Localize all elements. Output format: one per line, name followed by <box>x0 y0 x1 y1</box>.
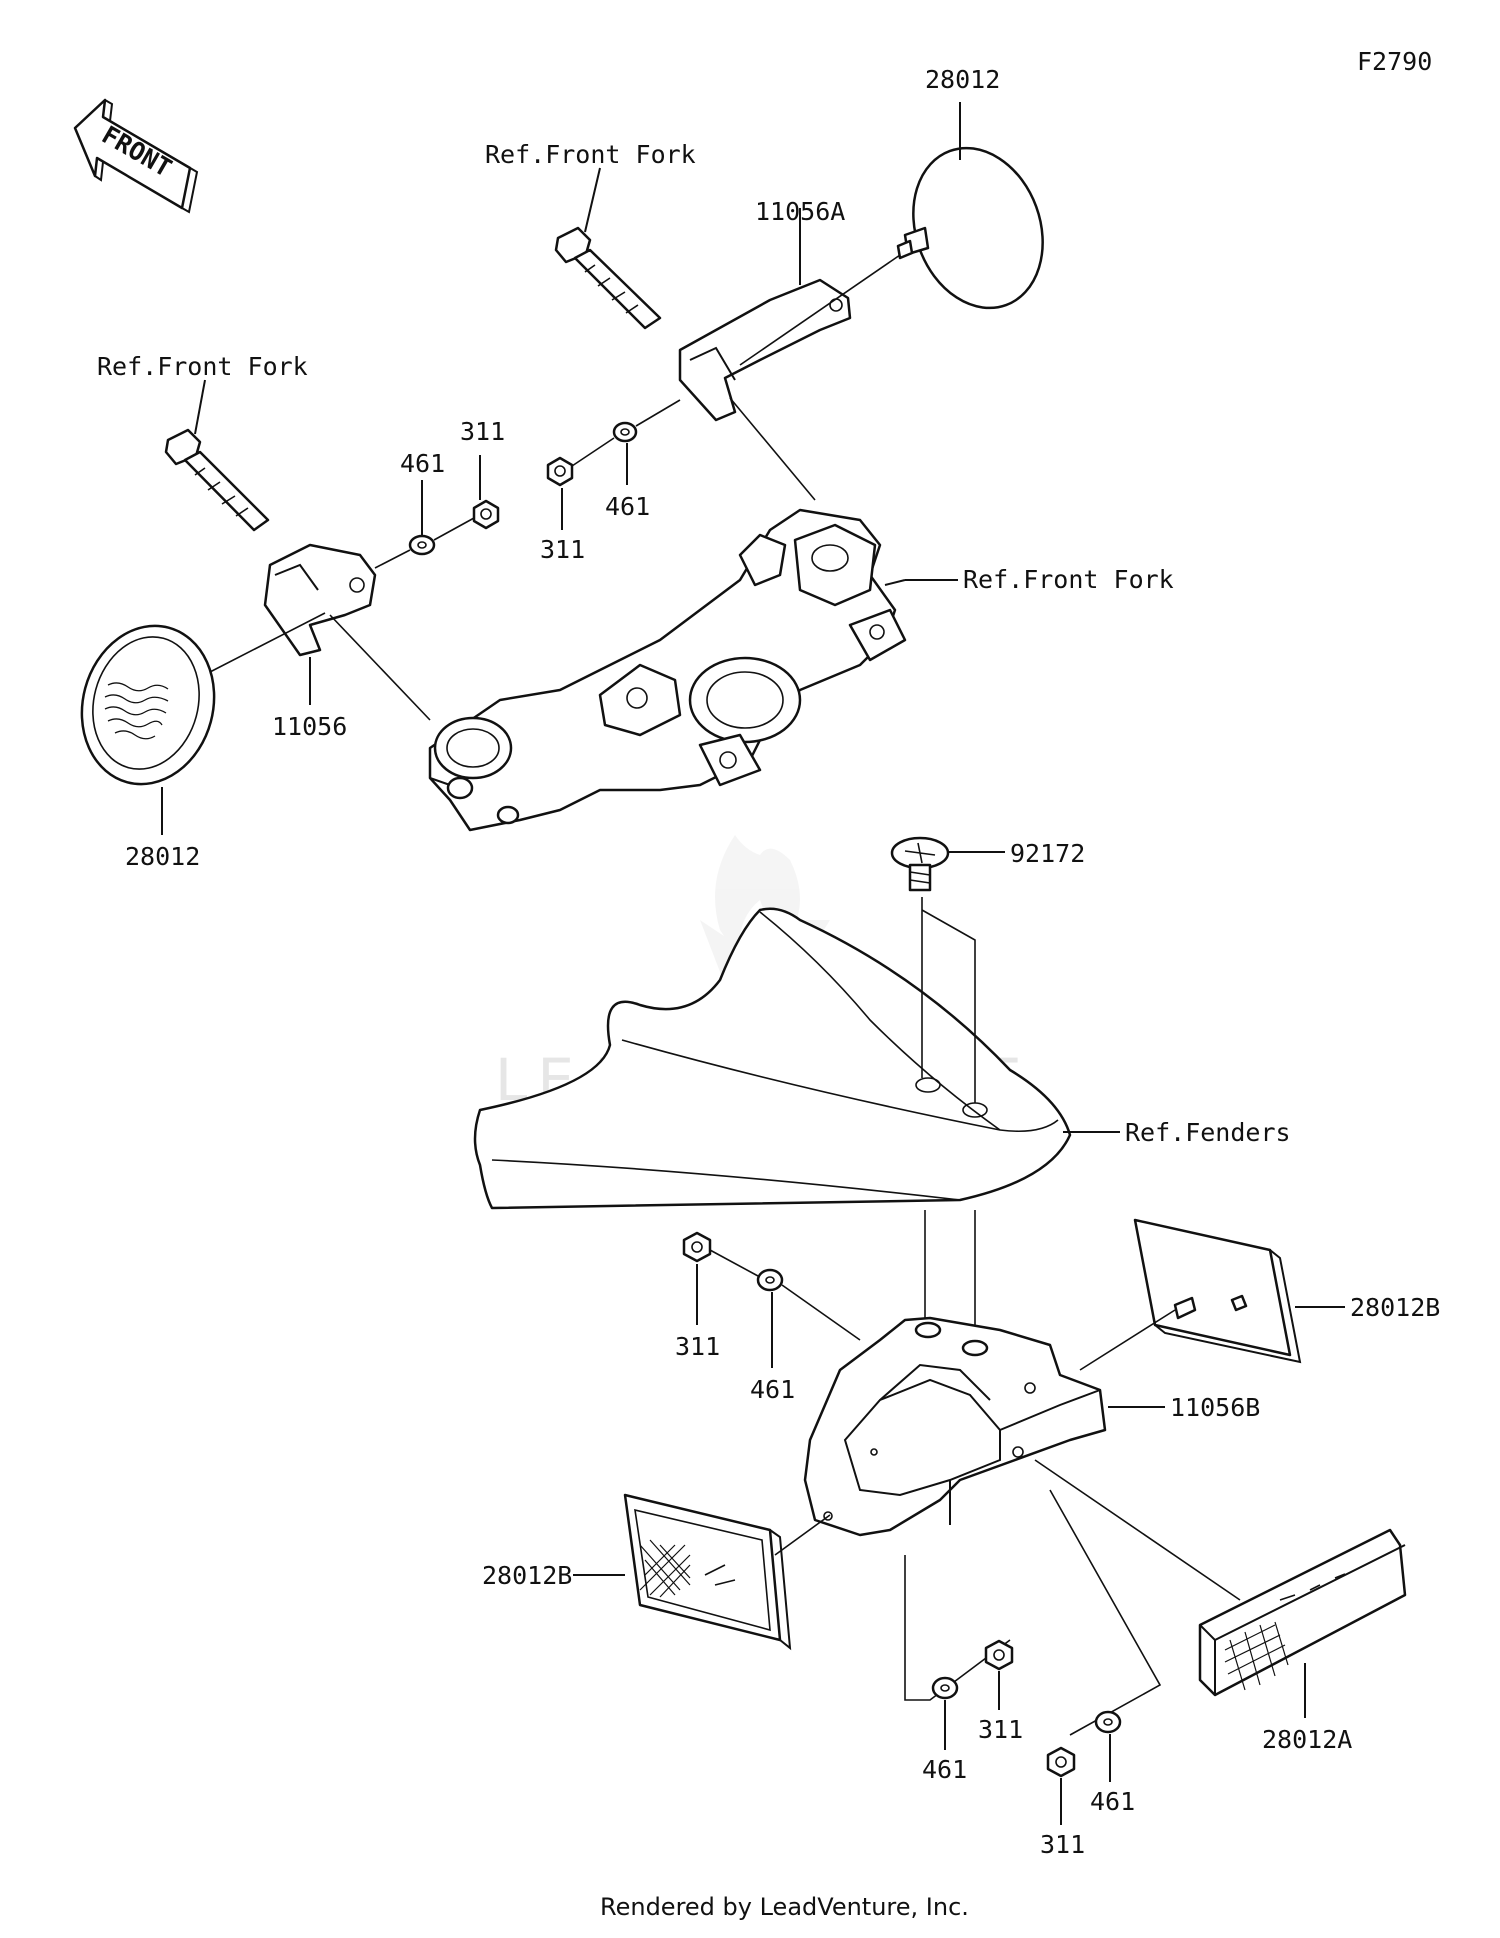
footer-credit: Rendered by LeadVenture, Inc. <box>600 1893 969 1921</box>
label-28012B-right: 28012B <box>1350 1293 1440 1322</box>
nut-311-top <box>546 456 574 487</box>
label-461-top: 461 <box>605 492 650 521</box>
washer-461-left <box>408 534 436 556</box>
guide-washer-bracket-top <box>635 399 681 427</box>
guide-reflector-bracket-left <box>209 612 326 673</box>
washer-461-lower-2 <box>1094 1710 1122 1734</box>
reflector-round-top <box>896 146 1044 310</box>
label-ref-fork-top: Ref.Front Fork <box>485 140 696 169</box>
label-28012B-left: 28012B <box>482 1561 572 1590</box>
label-311-lower-1: 311 <box>978 1715 1023 1744</box>
bolt-left <box>164 428 270 532</box>
fork-lower-clamp <box>428 508 907 832</box>
nut-311-left <box>472 499 500 530</box>
front-fender <box>473 907 1072 1210</box>
guide-bracket-lower-2 <box>1049 1489 1162 1736</box>
guide-nut-washer-fender <box>709 1249 759 1277</box>
guide-bracket-washer-left <box>374 549 411 569</box>
guide-reflector-bracket-right <box>1079 1309 1176 1371</box>
leader-ref-fork-top <box>584 167 601 233</box>
guide-11056A-reflector <box>739 254 901 366</box>
label-461-lower-2: 461 <box>1090 1787 1135 1816</box>
reflector-rect-right <box>1133 1218 1302 1364</box>
guide-11056A-clamp <box>729 397 816 501</box>
screw-92172 <box>890 836 950 892</box>
label-28012-top: 28012 <box>925 65 1000 94</box>
bracket-11056A <box>678 278 852 422</box>
label-311-lower-2: 311 <box>1040 1830 1085 1859</box>
washer-461-top <box>612 421 638 443</box>
reflector-rect-left <box>623 1493 792 1651</box>
label-461-fender: 461 <box>750 1375 795 1404</box>
bolt-top <box>554 226 662 330</box>
bracket-11056B <box>803 1316 1107 1537</box>
reflector-round-left <box>80 624 216 786</box>
label-311-left: 311 <box>460 417 505 446</box>
label-ref-fork-right: Ref.Front Fork <box>963 565 1174 594</box>
label-28012-left: 28012 <box>125 842 200 871</box>
guide-nut-washer-top <box>571 437 615 467</box>
guide-bracket-28012A <box>1034 1459 1241 1601</box>
guide-11056-clamp <box>329 614 431 721</box>
label-92172: 92172 <box>1010 839 1085 868</box>
label-11056A: 11056A <box>755 197 845 226</box>
nut-311-fender <box>682 1231 712 1263</box>
label-311-top: 311 <box>540 535 585 564</box>
label-ref-fork-left: Ref.Front Fork <box>97 352 308 381</box>
figure-code: F2790 <box>1357 47 1432 76</box>
guide-screw-fender-b <box>921 909 976 1103</box>
label-28012A: 28012A <box>1262 1725 1352 1754</box>
nut-311-lower-1 <box>984 1639 1014 1671</box>
guide-bracket-lower-1 <box>904 1555 1011 1701</box>
nut-311-lower-2 <box>1046 1746 1076 1778</box>
washer-461-lower-1 <box>931 1676 959 1700</box>
label-311-fender: 311 <box>675 1332 720 1361</box>
guide-reflector-bracket-left-b <box>774 1514 831 1556</box>
leader-ref-fork-left <box>194 379 206 435</box>
guide-washer-nut-left <box>433 517 475 541</box>
label-461-lower-1: 461 <box>922 1755 967 1784</box>
label-11056B: 11056B <box>1170 1393 1260 1422</box>
washer-461-fender <box>756 1268 784 1292</box>
label-461-left: 461 <box>400 449 445 478</box>
reflector-rect-28012A <box>1198 1528 1407 1697</box>
label-ref-fenders: Ref.Fenders <box>1125 1118 1291 1147</box>
bracket-11056 <box>263 543 377 657</box>
guide-washer-bracket-fender <box>781 1284 861 1341</box>
front-arrow-icon: FRONT <box>73 98 199 214</box>
label-11056: 11056 <box>272 712 347 741</box>
